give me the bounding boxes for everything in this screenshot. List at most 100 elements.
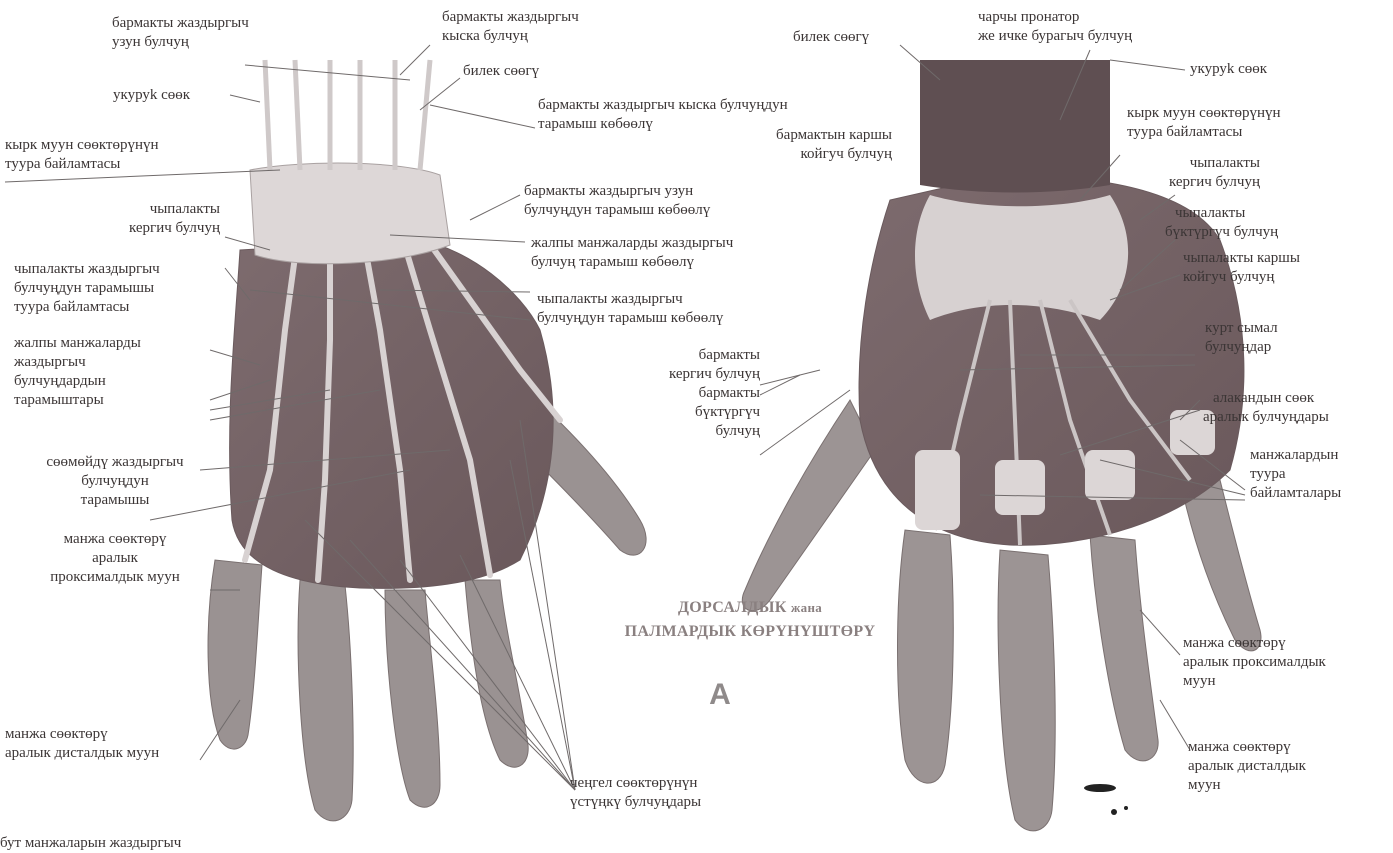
label-line: туура — [1250, 465, 1341, 484]
label-line: чыпалакты жаздыргыч — [537, 290, 723, 309]
label-line: бүктүргүч — [620, 403, 760, 422]
label-line: бармакты жаздыргыч кыска булчуңдун — [538, 96, 788, 115]
label-line: манжалардын — [1250, 446, 1341, 465]
label-abductor-digiti-minimi-dorsal: чыпалакты кергич булчуң — [80, 200, 220, 238]
title-main: ДОРСАЛДЫК — [678, 599, 791, 616]
label-line: проксималдык муун — [10, 568, 220, 587]
label-line: булчуң — [620, 422, 760, 441]
label-line: кырк муун сөөктөрүнүн — [1127, 104, 1281, 123]
label-line: бармакты жаздыргыч — [112, 14, 249, 33]
label-radius-palmar: билек сөөгү — [793, 28, 869, 47]
label-line: бармакты жаздыргыч — [442, 8, 579, 27]
figure-title: ДОРСАЛДЫК жана ПАЛМАРДЫК КӨРҮНҮШТӨРҮ — [600, 596, 900, 644]
label-line: кергич булчуң — [80, 219, 220, 238]
dorsal-retinaculum — [250, 163, 450, 264]
label-opponens-digiti-minimi: чыпалакты каршы койгуч булчуң — [1183, 249, 1300, 287]
label-line: алакандын сөөк — [1213, 389, 1329, 408]
label-line: чыпалакты — [1165, 204, 1278, 223]
label-deep-transverse-ligaments: манжалардын туура байламталары — [1250, 446, 1341, 503]
label-pip-joint-palmar: манжа сөөктөрү аралык проксималдык муун — [1183, 634, 1326, 691]
label-abductor-flexor-pollicis: бармакты кергич булчуң бармакты бүктүргү… — [620, 346, 760, 441]
label-line: манжа сөөктөрү — [5, 725, 159, 744]
label-ulna-dorsal: укуруk сөөк — [113, 86, 190, 105]
label-line: аралык дисталдык муун — [5, 744, 159, 763]
label-line: байламталары — [1250, 484, 1341, 503]
panel-letter: A — [700, 678, 740, 712]
label-extensor-indicis-tendon: сөөмөйдү жаздыргыч булчуңдун тарамышы — [10, 453, 220, 510]
label-extensor-digiti-minimi-sheath: чыпалакты жаздыргыч булчуңдун тарамыш кө… — [537, 290, 723, 328]
label-extensor-pollicis-longus: бармакты жаздыргыч узун булчуң — [112, 14, 249, 52]
label-line: койгуч булчуң — [716, 145, 906, 164]
label-line: туура байламтасы — [14, 298, 160, 317]
label-line: жалпы манжаларды — [14, 334, 141, 353]
label-flexor-digiti-minimi: чыпалакты бүктүргүч булчуң — [1165, 204, 1278, 242]
label-line: бармактын каршы — [716, 126, 906, 145]
label-line: чыпалакты каршы — [1183, 249, 1300, 268]
figure-title-line1: ДОРСАЛДЫК жана — [600, 596, 900, 620]
label-extensor-retinaculum: кырк муун сөөктөрүнүн туура байламтасы — [5, 136, 159, 174]
label-line: булчуңдун тарамыш көбөөлү — [537, 309, 723, 328]
label-line: булчуңдардын — [14, 372, 141, 391]
label-line: булчуңдун — [10, 472, 220, 491]
label-line: жалпы манжаларды жаздыргыч — [531, 234, 733, 253]
label-line: чыпалакты — [80, 200, 220, 219]
label-line: бүктүргүч булчуң — [1165, 223, 1278, 242]
label-line: бармакты — [620, 384, 760, 403]
figure-title-line2: ПАЛМАРДЫК КӨРҮНҮШТӨРҮ — [600, 620, 900, 644]
label-line: узун булчуң — [112, 33, 249, 52]
label-line: кергич булчуң — [1130, 173, 1260, 192]
label-dip-joint-dorsal: манжа сөөктөрү аралык дисталдык муун — [5, 725, 159, 763]
label-line: манжа сөөктөрү — [1188, 738, 1306, 757]
label-line: аралык проксималдык — [1183, 653, 1326, 672]
label-line: булчуңдун тарамыш көбөөлү — [524, 201, 710, 220]
label-toe-extensor-cutoff: бут манжаларын жаздыргыч — [0, 834, 181, 853]
label-line: булчуңдар — [1205, 338, 1278, 357]
label-line: муун — [1183, 672, 1326, 691]
label-extensor-pollicis-brevis: бармакты жаздыргыч кыска булчуң — [442, 8, 579, 46]
label-extensor-digiti-minimi-retinaculum: чыпалакты жаздыргыч булчуңдун тарамышы т… — [14, 260, 160, 317]
label-lumbricals: курт сымал булчуңдар — [1205, 319, 1278, 357]
label-line: курт сымал — [1205, 319, 1278, 338]
palmar-retinaculum — [915, 195, 1128, 320]
label-extensor-digitorum-tendons: жалпы манжаларды жаздыргыч булчуңдардын … — [14, 334, 141, 410]
label-pip-joint-dorsal: манжа сөөктөрү аралык проксималдык муун — [10, 530, 220, 587]
label-line: койгуч булчуң — [1183, 268, 1300, 287]
label-line: муун — [1188, 776, 1306, 795]
ink-blot — [1084, 784, 1128, 815]
label-line: манжа сөөктөрү — [10, 530, 220, 549]
label-radius-dorsal: билек сөөгү — [463, 62, 539, 81]
label-line: чыпалакты — [1130, 154, 1260, 173]
title-small: жана — [791, 600, 822, 615]
label-line: кырк муун сөөктөрүнүн — [5, 136, 159, 155]
label-line: туура байламтасы — [1127, 123, 1281, 142]
label-line: аралык булчуңдары — [1203, 408, 1329, 427]
label-epl-tendon-sheath: бармакты жаздыргыч узун булчуңдун тарамы… — [524, 182, 710, 220]
label-line: чарчы пронатор — [978, 8, 1132, 27]
label-line: тарамышы — [10, 491, 220, 510]
label-line: аралык — [10, 549, 220, 568]
label-line: манжа сөөктөрү — [1183, 634, 1326, 653]
label-line: кергич булчуң — [620, 365, 760, 384]
label-line: бармакты жаздыргыч узун — [524, 182, 710, 201]
dorsal-wrist-tendons — [265, 60, 430, 170]
label-abductor-digiti-minimi-palmar: чыпалакты кергич булчуң — [1130, 154, 1260, 192]
label-flexor-retinaculum: кырк муун сөөктөрүнүн туура байламтасы — [1127, 104, 1281, 142]
label-opponens-pollicis: бармактын каршы койгуч булчуң — [716, 126, 906, 164]
label-line: тарамыштары — [14, 391, 141, 410]
label-dip-joint-palmar: манжа сөөктөрү аралык дисталдык муун — [1188, 738, 1306, 795]
label-palmar-interossei: алакандын сөөк аралык булчуңдары — [1213, 389, 1329, 427]
label-line: сөөмөйдү жаздыргыч — [10, 453, 220, 472]
label-line: бармакты — [620, 346, 760, 365]
label-line: кыска булчуң — [442, 27, 579, 46]
label-line: туура байламтасы — [5, 155, 159, 174]
label-pronator-quadratus: чарчы пронатор же ичке бурагыч булчуң — [978, 8, 1132, 46]
label-ulna-palmar: укуруk сөөк — [1190, 60, 1267, 79]
label-dorsal-interossei: чеңгел сөөктөрүнүн үстүңкү булчуңдары — [570, 774, 701, 812]
label-line: жаздыргыч — [14, 353, 141, 372]
label-line: булчуң тарамыш көбөөлү — [531, 253, 733, 272]
label-line: булчуңдун тарамышы — [14, 279, 160, 298]
label-line: аралык дисталдык — [1188, 757, 1306, 776]
label-line: чеңгел сөөктөрүнүн — [570, 774, 701, 793]
label-line: же ичке бурагыч булчуң — [978, 27, 1132, 46]
label-extensor-digitorum-sheath: жалпы манжаларды жаздыргыч булчуң тарамы… — [531, 234, 733, 272]
